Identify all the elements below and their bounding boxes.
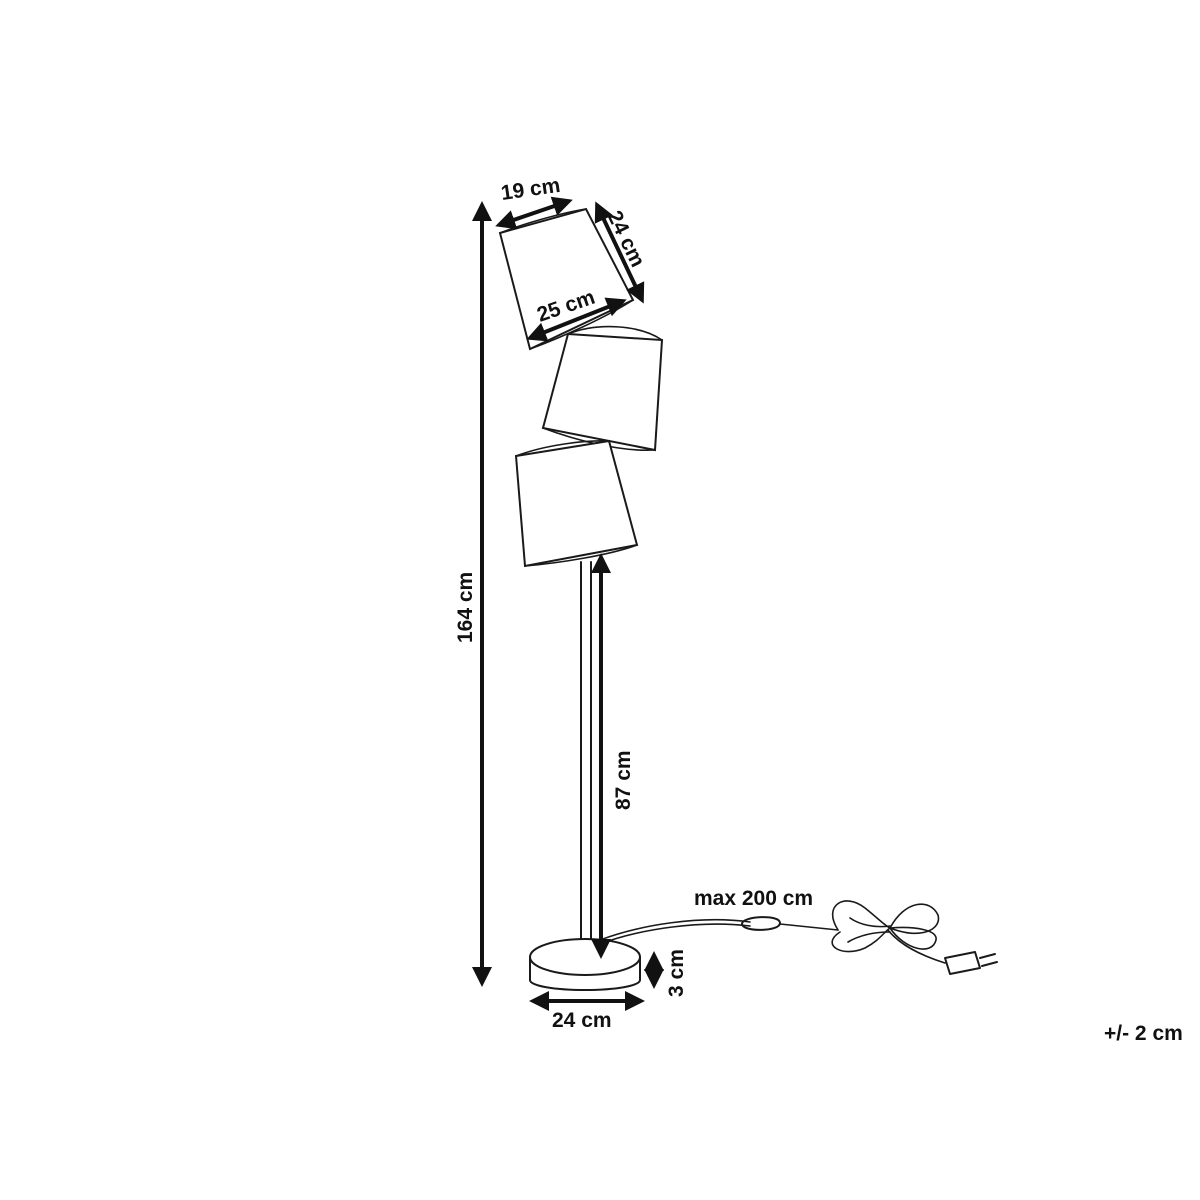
- shade-height-dimension-line: [594, 201, 645, 304]
- shade-top-diameter-label: 19 cm: [499, 174, 561, 205]
- power-cable: [599, 900, 998, 975]
- tolerance-label: +/- 2 cm: [1104, 1022, 1183, 1045]
- cable-length-label: max 200 cm: [694, 887, 813, 910]
- shade-top-diameter-dimension-line: [495, 196, 573, 230]
- total-height-label: 164 cm: [454, 572, 477, 643]
- lamp-base: [529, 938, 641, 992]
- lamp-illustration: [498, 207, 998, 992]
- lamp-pole: [580, 561, 592, 956]
- shade-bottom-diameter-dimension-line: [526, 297, 627, 342]
- pole-height-label: 87 cm: [612, 750, 635, 810]
- lamp-shade-bottom: [514, 439, 639, 568]
- lamp-shade-middle: [541, 325, 664, 452]
- base-height-label: 3 cm: [665, 949, 688, 997]
- base-diameter-label: 24 cm: [552, 1009, 612, 1032]
